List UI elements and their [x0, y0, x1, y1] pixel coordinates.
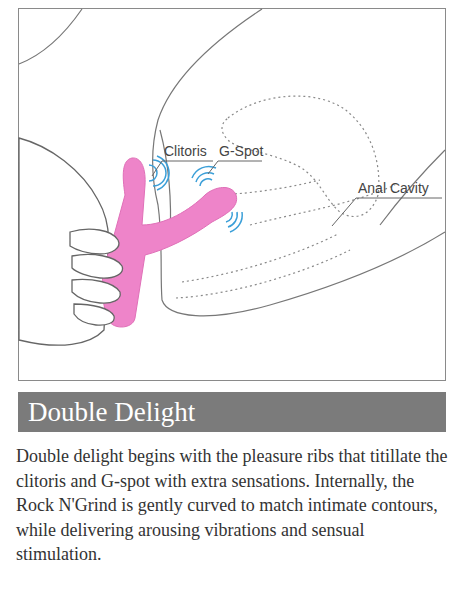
leader-lines [152, 161, 442, 226]
frame [19, 9, 446, 381]
toy [102, 158, 236, 327]
body-outline [19, 9, 445, 316]
caption: Double delight begins with the pleasure … [16, 444, 450, 567]
title: Double Delight [28, 395, 195, 429]
fingers [70, 229, 122, 325]
part-label: Anal Cavity [358, 180, 429, 196]
part-label: Clitoris [164, 143, 207, 159]
vibration-marks [149, 156, 242, 232]
part-label: G-Spot [219, 143, 263, 159]
